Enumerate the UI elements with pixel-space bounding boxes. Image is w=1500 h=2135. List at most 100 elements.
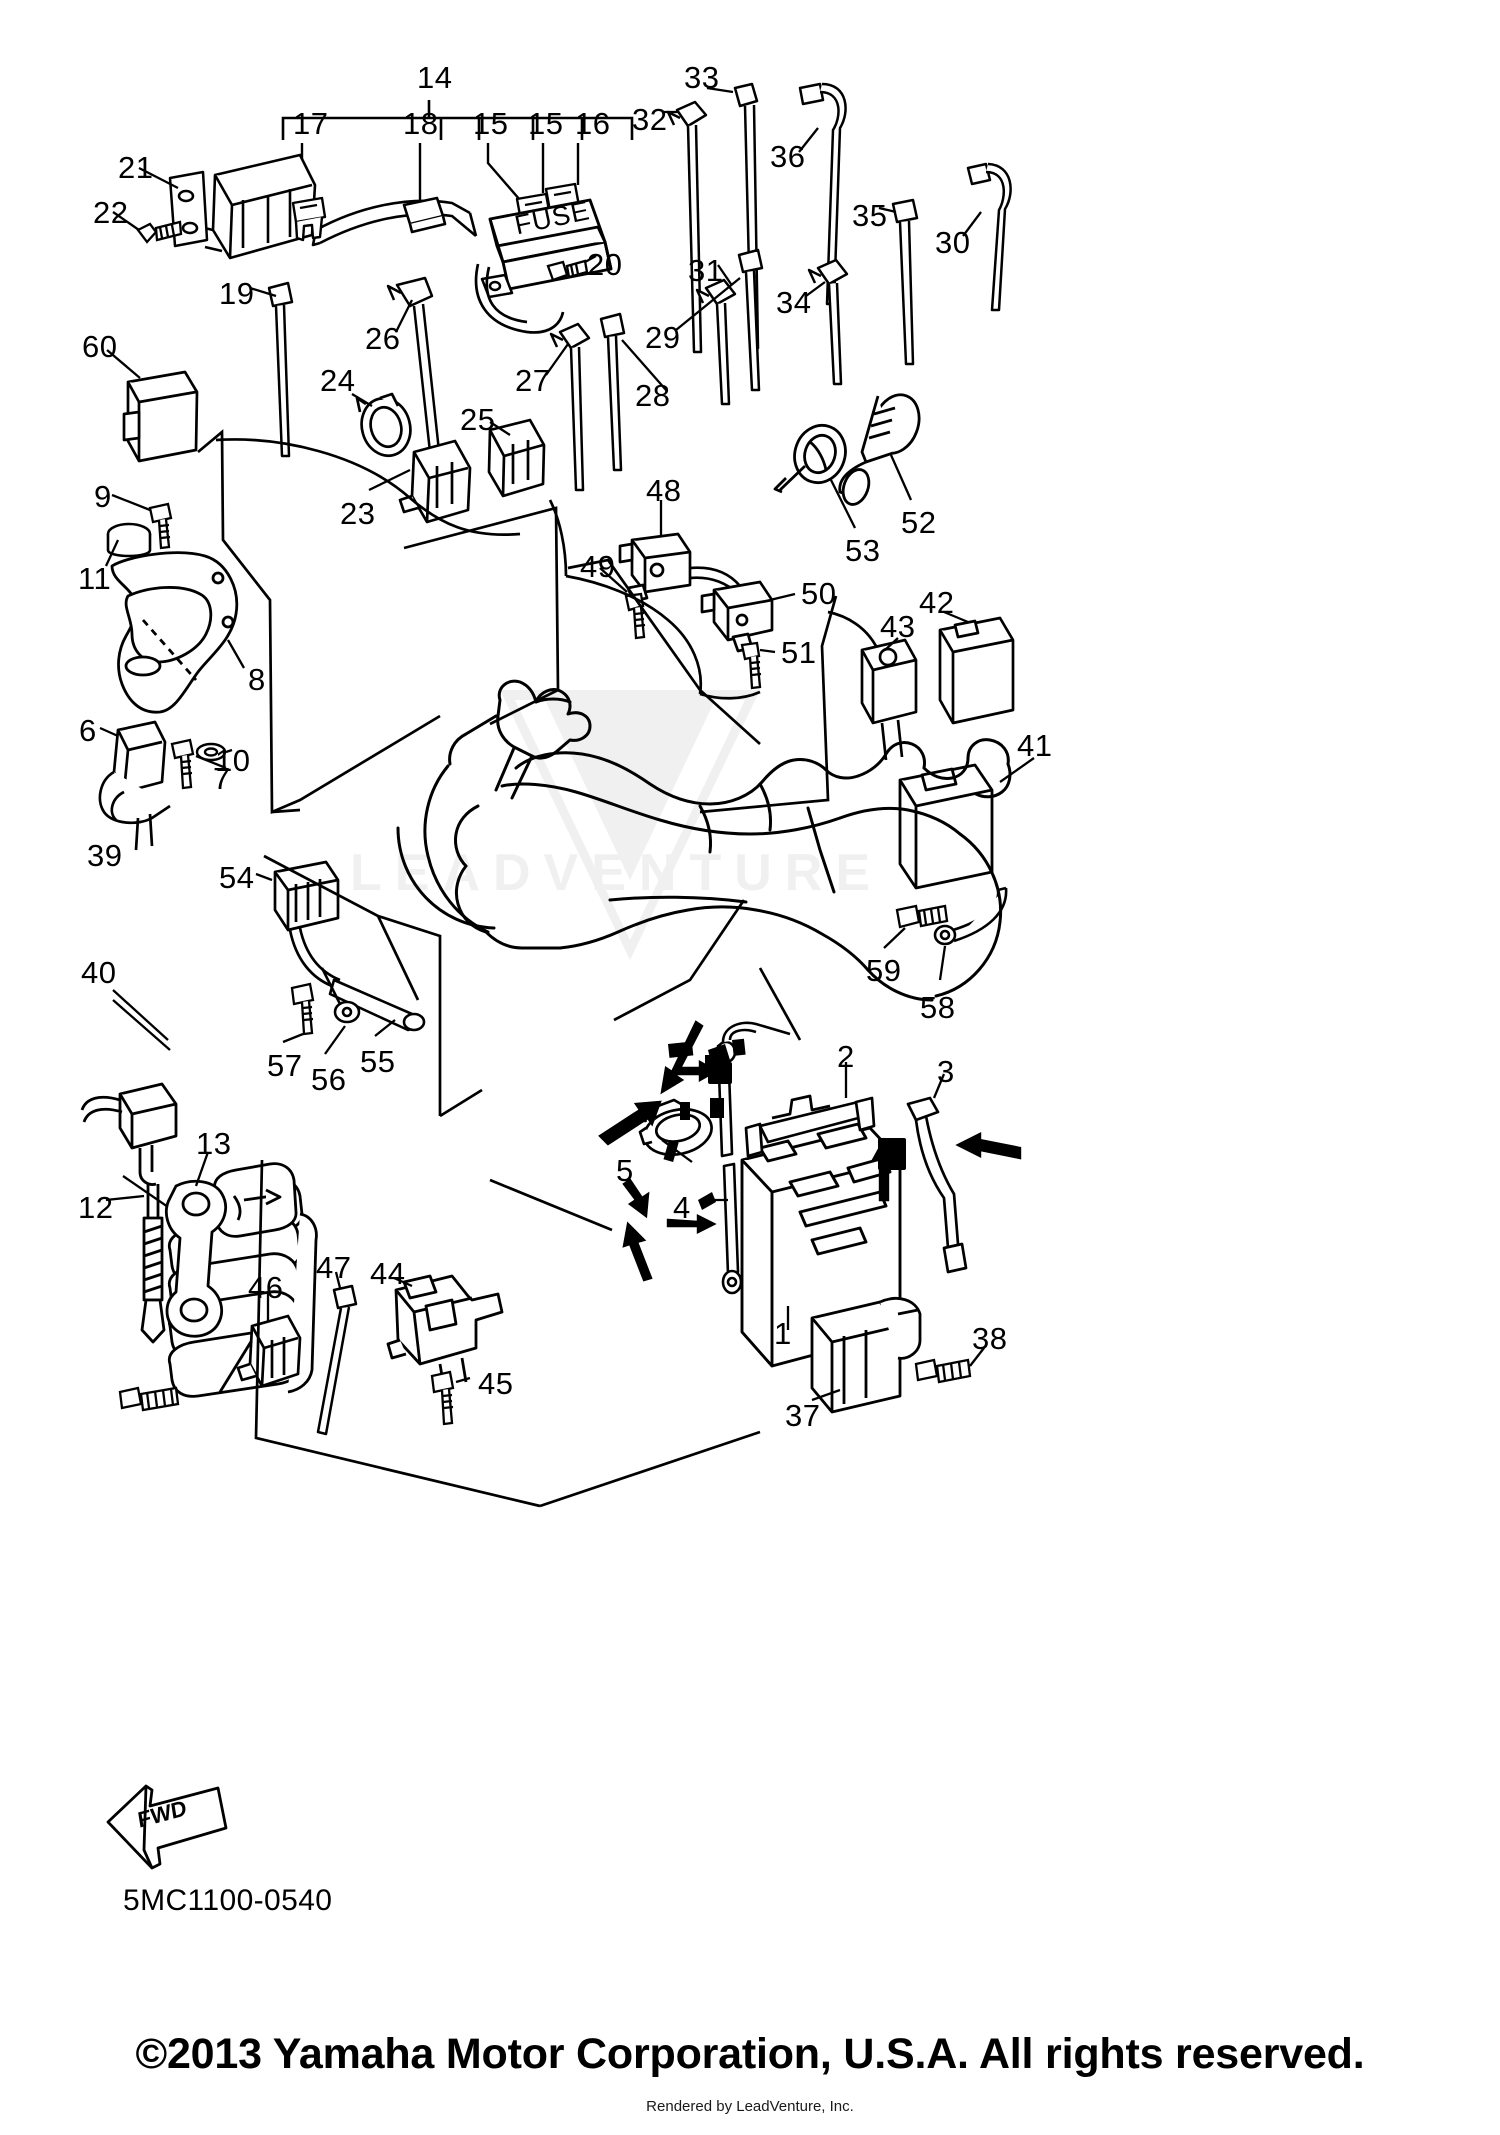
callout-45: 45 [478, 1366, 514, 1401]
callout-1: 1 [774, 1316, 792, 1351]
callout-21: 21 [118, 150, 154, 185]
callout-54: 54 [219, 860, 255, 895]
starter-relay-44 [386, 1274, 504, 1389]
leader-48-51 [599, 500, 796, 654]
leader-54-57 [255, 872, 396, 1055]
leader-20 [584, 254, 597, 264]
cable-tie-27 [549, 322, 591, 492]
assembly-connector-lines [197, 429, 838, 1508]
cable-tie-29 [737, 248, 764, 392]
callout-30: 30 [935, 225, 971, 260]
leader-21-22 [112, 166, 179, 231]
battery-holder-2 [744, 1094, 876, 1158]
callout-17: 17 [293, 106, 329, 141]
bolt-51 [740, 641, 762, 690]
fuse-box-bolt-20 [546, 259, 589, 282]
svg-text:LEADVENTURE: LEADVENTURE [350, 844, 883, 902]
callout-14: 14 [417, 60, 453, 95]
bracket-group-14 [281, 100, 634, 140]
callout-34: 34 [776, 285, 812, 320]
leadventure-watermark: LEADVENTURE [350, 690, 883, 960]
callout-23: 23 [340, 496, 376, 531]
cdi-unit-assembly [195, 153, 317, 260]
clamp-24 [355, 392, 412, 458]
callout-51: 51 [781, 635, 817, 670]
callout-16: 16 [575, 106, 611, 141]
cable-tie-34 [807, 258, 849, 386]
callout-36: 36 [770, 139, 806, 174]
bracket-plate-8 [110, 551, 239, 714]
leader-lines-ties [249, 86, 982, 391]
callout-58: 58 [920, 990, 956, 1025]
connector-54 [273, 860, 341, 988]
callout-15: 15 [473, 106, 509, 141]
fuse-box-wire [474, 263, 565, 334]
bolt-40 [118, 1386, 180, 1412]
callout-15: 15 [528, 106, 564, 141]
callout-39: 39 [87, 838, 123, 873]
callout-47: 47 [316, 1250, 352, 1285]
relay-50 [700, 580, 774, 653]
bolt-49 [624, 592, 646, 640]
callout-28: 28 [635, 378, 671, 413]
coil-bracket-13 [165, 1179, 227, 1338]
clamp-46 [236, 1314, 302, 1388]
callout-33: 33 [684, 60, 720, 95]
callout-18: 18 [403, 106, 439, 141]
callout-27: 27 [515, 363, 551, 398]
callout-32: 32 [632, 102, 668, 137]
accessory-socket-52 [838, 393, 921, 506]
leader-12-13 [105, 1151, 210, 1202]
callout-43: 43 [880, 609, 916, 644]
callout-4: 4 [673, 1190, 691, 1225]
copyright-bar: ©2013 Yamaha Motor Corporation, U.S.A. A… [0, 2030, 1500, 2079]
starter-relay-48 [618, 532, 742, 603]
callout-9: 9 [94, 479, 112, 514]
battery-lead-3 [906, 1096, 968, 1274]
cable-tie-47 [316, 1284, 358, 1436]
callout-59: 59 [866, 953, 902, 988]
callout-42: 42 [919, 585, 955, 620]
callout-20: 20 [587, 247, 623, 282]
pointer-arrows [598, 1020, 1022, 1282]
diagram-part-number: 5MC1100-0540 [123, 1884, 333, 1917]
clamp-25 [487, 418, 546, 498]
callout-2: 2 [837, 1039, 855, 1074]
callout-7: 7 [213, 761, 231, 796]
callout-52: 52 [901, 505, 937, 540]
callout-5: 5 [616, 1153, 634, 1188]
fuse-blade-17 [291, 196, 327, 242]
leader-left-parts [99, 493, 245, 770]
ignition-coil-12 [80, 1082, 178, 1344]
callout-11: 11 [78, 561, 112, 596]
relay-37 [810, 1297, 922, 1414]
callout-38: 38 [972, 1321, 1008, 1356]
callout-53: 53 [845, 533, 881, 568]
callout-22: 22 [93, 195, 129, 230]
callout-3: 3 [937, 1054, 955, 1089]
relay-unit-60 [122, 370, 199, 463]
connector-18-block [402, 196, 447, 234]
callout-44: 44 [370, 1256, 406, 1291]
callout-6: 6 [79, 713, 97, 748]
leader-44-47 [266, 1271, 471, 1384]
leader-37-38 [811, 1347, 985, 1402]
bolt-7 [170, 738, 195, 790]
callout-8: 8 [248, 662, 266, 697]
relay-41 [898, 763, 994, 890]
callout-10: 10 [215, 743, 251, 778]
socket-ring-53 [773, 423, 847, 494]
callout-49: 49 [580, 549, 616, 584]
terminal-56 [320, 967, 361, 1024]
grommet-11 [106, 522, 152, 558]
callout-35: 35 [852, 198, 888, 233]
cable-tie-32 [666, 100, 708, 354]
callout-25: 25 [460, 402, 496, 437]
callout-60: 60 [82, 329, 118, 364]
leader-60 [106, 349, 141, 379]
callout-13: 13 [196, 1126, 232, 1161]
washer-10 [195, 742, 227, 762]
copyright-text: ©2013 Yamaha Motor Corporation, U.S.A. A… [135, 2030, 1365, 2078]
callout-57: 57 [267, 1048, 303, 1083]
diagram-canvas: LEADVENTURE [80, 82, 1035, 1870]
